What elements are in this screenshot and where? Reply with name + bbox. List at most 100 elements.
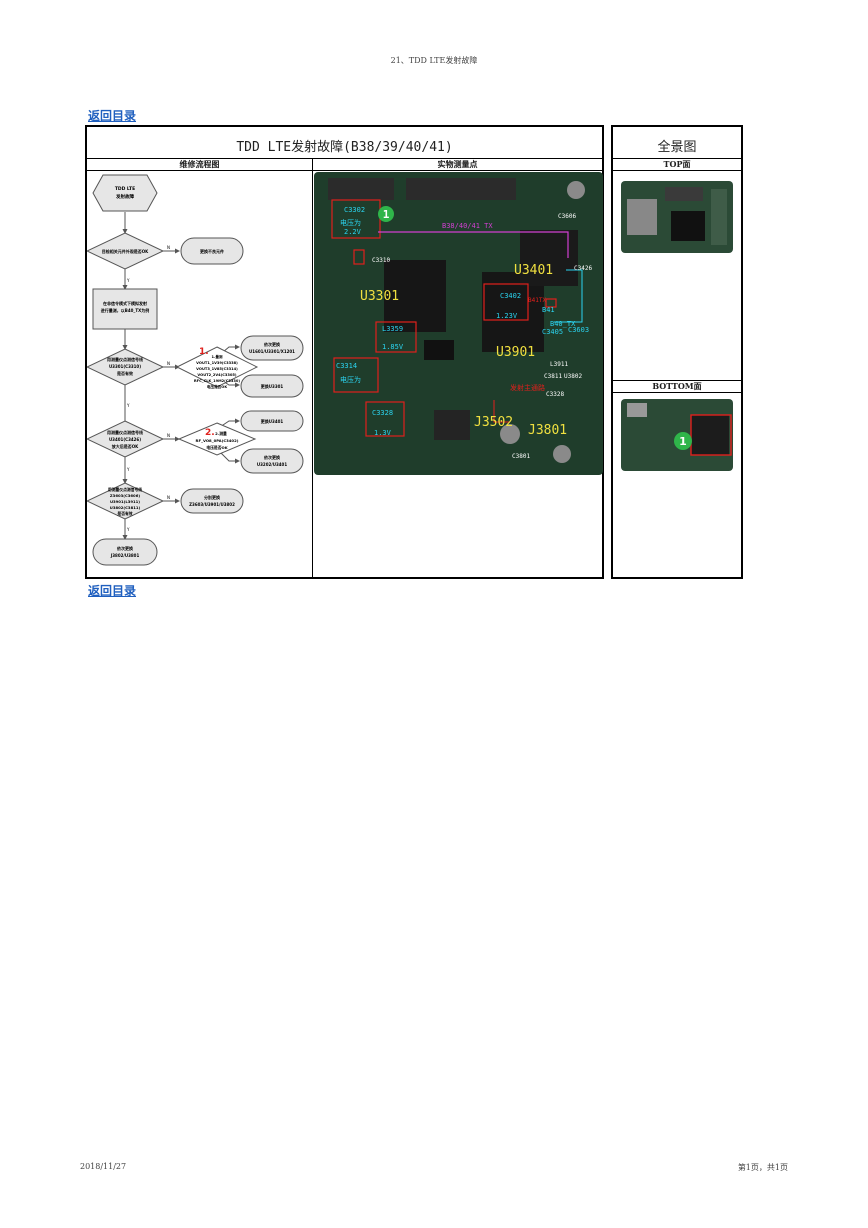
label-b41tx: B41TX xyxy=(528,297,546,304)
flow-process-1-text-2: 进行量测，以B40_TX为例 xyxy=(101,307,149,313)
flow-decision-4-text-1: 用测量仪点测信号线 xyxy=(107,487,142,492)
flow-decision-1-text: 目检相关元件外观是否OK xyxy=(102,248,149,254)
flow-measure-1-text-1: 1.量测 xyxy=(211,354,222,359)
label-u3401: U3401 xyxy=(514,263,553,278)
label-c3310: C3310 xyxy=(372,257,390,264)
flow-replace-z3603-text-2: Z3603/U3901/U3802 xyxy=(189,502,235,507)
label-voltage-2: 电压为 xyxy=(340,375,361,384)
flow-measure-2-text-1: 2.测量 xyxy=(215,431,227,436)
flow-replace-u3202 xyxy=(240,448,304,474)
repair-flowchart: TDD LTE 发射故障 目检相关元件外观是否OK N 更换不良元件 在非信令模… xyxy=(87,174,304,566)
flow-replace-bad-text: 更换不良元件 xyxy=(200,248,224,254)
flow-measure-1-text-4: VOUT2_2V4(C3305) xyxy=(197,373,237,377)
label-c3302: C3302 xyxy=(344,206,365,214)
back-to-toc-link-bottom[interactable]: 返回目录 xyxy=(88,584,137,598)
flow-replace-u1601-text-1: 依次更换 xyxy=(264,341,281,347)
flow-replace-u1601-text-2: U1601/U3301/X1201 xyxy=(249,349,295,354)
pcb-marker-1: 1 xyxy=(383,208,390,221)
flow-n-label: N xyxy=(167,245,170,250)
label-u3802: U3802 xyxy=(564,373,582,380)
flow-decision-4-text-3: U3901(L3911) xyxy=(110,499,140,504)
flow-replace-u3301 xyxy=(240,374,304,398)
flow-column-header: 维修流程图 xyxy=(87,159,312,171)
flow-replace-z3603 xyxy=(180,488,244,514)
bottom-board-photo: 1 xyxy=(621,399,733,471)
label-b38-40-41-tx: B38/40/41 TX xyxy=(442,222,493,230)
pcb-measurement-photo: 1 U3301 U3401 U3901 J3502 J3801 C3302 电压… xyxy=(314,172,603,475)
label-u3901: U3901 xyxy=(496,345,535,360)
column-divider xyxy=(312,159,313,577)
label-c3426: C3426 xyxy=(574,265,592,272)
flow-start-text-2: 发射故障 xyxy=(115,193,134,200)
divider xyxy=(613,380,741,381)
flow-decision-1 xyxy=(87,232,165,270)
bottom-board-marker: 1 xyxy=(679,435,687,448)
label-c3402: C3402 xyxy=(500,292,521,300)
main-panel: TDD LTE发射故障(B38/39/40/41) 维修流程图 实物测量点 xyxy=(85,125,604,579)
back-to-toc-link-top[interactable]: 返回目录 xyxy=(88,109,137,123)
flow-measure-2-number: 2. xyxy=(205,428,215,438)
label-c3405: C3405 xyxy=(542,328,563,336)
divider xyxy=(613,158,741,159)
label-c3807: C3801 xyxy=(512,453,530,460)
label-c3314: C3314 xyxy=(336,362,357,370)
flow-measure-2 xyxy=(177,422,257,456)
flow-replace-u1601 xyxy=(240,335,304,361)
overview-title: 全景图 xyxy=(657,140,697,155)
flow-decision-3-text-2: U3401(C3426) xyxy=(109,437,141,442)
flow-replace-u3301-text: 更换U3301 xyxy=(261,383,284,389)
flow-start-text-1: TDD LTE xyxy=(115,186,135,192)
flow-replace-u3202-text-2: U3202/U3401 xyxy=(257,462,287,467)
flow-replace-u3401 xyxy=(240,410,304,432)
flow-decision-2 xyxy=(87,348,165,386)
flow-process-1-text-1: 在非信令模式下模拟发射 xyxy=(103,300,147,306)
flow-measure-1-text-5: RFC_CLK_19M2(C3330) xyxy=(194,379,241,383)
flow-decision-2-text-1: 用测量仪点测信号线 xyxy=(106,356,143,362)
label-main-path: 发射主通路 xyxy=(510,383,545,392)
label-1v3: 1.3V xyxy=(374,429,392,437)
flow-decision-4-text-5: 是否有效 xyxy=(116,511,132,516)
flow-decision-3 xyxy=(87,420,165,458)
flow-end-text-1: 依次更换 xyxy=(117,545,134,551)
overview-panel: 全景图 TOP面 BOTTOM面 1 xyxy=(611,125,743,579)
flow-n-label: N xyxy=(167,361,170,366)
flow-y-label: Y xyxy=(126,278,130,283)
top-board-photo xyxy=(621,181,733,253)
label-2v2: 2.2V xyxy=(344,228,362,236)
label-b40-tx: B40_TX xyxy=(550,320,576,328)
flow-n-label: N xyxy=(167,495,170,500)
flow-measure-1-text-3: VOUT3_1V85(C3314) xyxy=(196,367,238,371)
flow-end-node xyxy=(92,538,158,566)
footer-page-number: 第1页，共1页 xyxy=(737,1163,788,1172)
label-c3603: C3603 xyxy=(568,326,589,334)
flow-decision-4-text-2: Z3603(C3606) xyxy=(110,493,140,498)
label-j3801: J3801 xyxy=(528,423,567,438)
label-c3606: C3606 xyxy=(558,213,576,220)
flow-decision-2-text-3: 是否有效 xyxy=(116,370,133,376)
flow-replace-z3603-text-1: 分别更换 xyxy=(204,494,221,500)
flow-decision-3-text-3: 放大后是否OK xyxy=(111,443,139,449)
label-j3502: J3502 xyxy=(474,415,513,430)
flow-measure-1-number: 1. xyxy=(199,347,209,357)
flow-y-label: Y xyxy=(126,467,130,472)
flow-measure-2-text-3: 电压是否OK xyxy=(206,445,228,450)
flow-decision-4-text-4: U3802(C3811) xyxy=(110,505,141,510)
main-title: TDD LTE发射故障(B38/39/40/41) xyxy=(236,140,453,155)
flow-n-label: N xyxy=(167,433,170,438)
label-u3301: U3301 xyxy=(360,289,399,304)
flow-replace-u3202-text-1: 依次更换 xyxy=(264,454,281,460)
flow-end-text-2: J3802/U3801 xyxy=(110,553,140,558)
flow-decision-3-text-1: 用测量仪点测信号线 xyxy=(106,429,143,435)
label-l3911: L3911 xyxy=(550,361,568,368)
flow-replace-u3401-text: 更换U3401 xyxy=(261,418,284,424)
bottom-side-label: BOTTOM面 xyxy=(613,381,741,393)
flow-measure-1-text-2: VOUT1_1V39(C3338) xyxy=(196,361,238,365)
divider xyxy=(87,158,602,159)
flow-decision-4 xyxy=(87,482,165,520)
flow-decision-2-text-2: U3301(C3310) xyxy=(109,364,141,369)
flow-y-label: Y xyxy=(126,403,130,408)
label-voltage: 电压为 xyxy=(340,218,361,227)
flow-measure-1 xyxy=(175,346,259,388)
label-1v85: 1.85V xyxy=(382,343,404,351)
footer-date: 2018/11/27 xyxy=(80,1162,127,1171)
